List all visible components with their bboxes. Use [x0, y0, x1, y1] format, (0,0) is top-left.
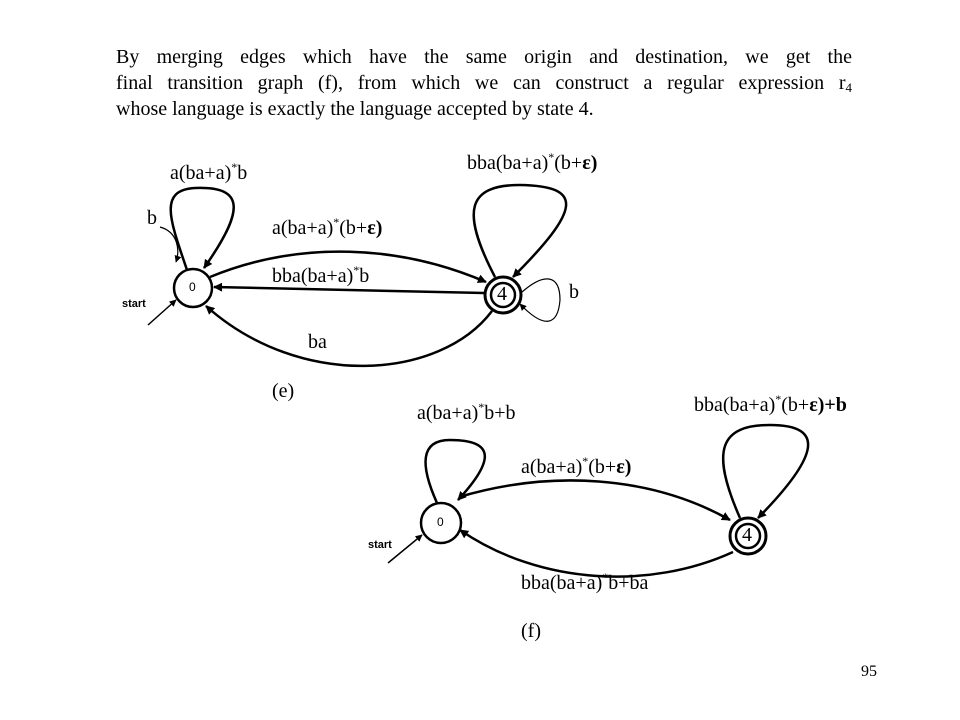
graph-f-state-4-inner-circle — [734, 522, 762, 550]
graph-e-edge-4-to-0-label-tail: b — [359, 265, 370, 287]
graph-e-loop-4-label-eps: ε) — [582, 152, 598, 174]
graph-e-edge-4-to-0-label: bba(ba+a)*b — [272, 263, 370, 287]
graph-f-loop-4-label-text: bba(ba+a) — [694, 394, 776, 416]
graph-e-small-loop-0 — [159, 226, 182, 263]
graph-e-state-4-outer-circle — [483, 275, 523, 315]
graph-e-loop-4-label-star: * — [548, 150, 555, 164]
graph-e-edge-4-to-0 — [213, 282, 485, 295]
graph-f-edge-0-to-4-label-mid: (b+ — [588, 456, 617, 478]
graph-e-small-loop-4 — [519, 278, 561, 322]
graph-f-edge-4-to-0 — [459, 528, 734, 578]
graph-f-loop-4-label-star: * — [775, 392, 782, 406]
graph-f-loop-0 — [424, 438, 487, 504]
graph-f-loop-0-label-star: * — [478, 400, 485, 414]
graph-f-state-0-label: 0 — [437, 515, 444, 529]
graph-f-state-0-circle — [419, 501, 463, 545]
graph-e-loop-4 — [472, 183, 568, 278]
graph-f-caption: (f) — [521, 620, 541, 642]
intro-line-1: By merging edges which have the same ori… — [116, 46, 852, 68]
graph-e-edge-4-to-0-label-star: * — [353, 263, 360, 277]
graph-e-small-loop-4-label: b — [569, 281, 579, 303]
graph-f-loop-4-label-mid: (b+ — [781, 394, 810, 416]
graph-e-loop-4-label-mid: (b+ — [554, 152, 583, 174]
graph-e-loop-4-label: bba(ba+a)*(b+ε) — [467, 150, 598, 174]
intro-line-3: whose language is exactly the language a… — [116, 98, 594, 120]
graph-f-state-4-label: 4 — [742, 524, 752, 546]
graph-e-start-label: start — [122, 298, 146, 310]
graph-e-edge-0-to-4 — [209, 250, 487, 284]
page-number: 95 — [861, 663, 877, 680]
graph-f-edge-4-to-0-label-text: bba(ba+a) — [521, 572, 603, 594]
graph-e-edge-0-to-4-label: a(ba+a)*(b+ε) — [272, 215, 383, 239]
graph-e-edge-0-to-4-label-mid: (b+ — [339, 217, 368, 239]
graph-e-edge-0-to-4-label-star: * — [333, 215, 340, 229]
intro-line-2-text: final transition graph (f), from which w… — [116, 72, 846, 94]
graph-e-small-loop-0-label: b — [147, 207, 157, 229]
graph-e-state-4-label: 4 — [497, 283, 507, 305]
intro-line-2-subscript: 4 — [845, 80, 853, 95]
graph-f-loop-4 — [721, 423, 810, 519]
graph-f-edge-0-to-4-label-eps: ε) — [616, 456, 632, 478]
graph-e-loop-4-label-text: bba(ba+a) — [467, 152, 549, 174]
graph-f-edge-0-to-4-label-star: * — [582, 454, 589, 468]
graph-e-state-0-circle — [172, 267, 214, 309]
graph-e-loop-0-label: a(ba+a)*b — [170, 160, 248, 184]
graph-f-edge-0-to-4-label: a(ba+a)*(b+ε) — [521, 454, 632, 478]
graph-f — [387, 423, 810, 578]
graph-f-edge-4-to-0-label-tail: b+ba — [608, 572, 649, 594]
graph-f-loop-0-label-text: a(ba+a) — [417, 402, 479, 424]
graph-e-caption: (e) — [272, 380, 295, 402]
graph-e-edge-0-to-4-label-text: a(ba+a) — [272, 217, 334, 239]
graph-e-edge-4-to-0-lower-label: ba — [308, 331, 327, 353]
graph-e-state-4-inner-circle — [489, 281, 517, 309]
graph-f-edge-0-to-4 — [458, 479, 731, 522]
graph-f-loop-0-label: a(ba+a)*b+b — [417, 400, 516, 424]
graph-e-start-arrow — [147, 299, 177, 326]
graph-f-edge-4-to-0-label: bba(ba+a)*b+ba — [521, 570, 649, 594]
graph-e-state-0-label: 0 — [189, 280, 196, 294]
intro-paragraph: By merging edges which have the same ori… — [116, 44, 852, 122]
graph-f-edge-4-to-0-label-star: * — [602, 570, 609, 584]
graph-e-loop-0 — [169, 186, 235, 271]
graph-f-state-4-outer-circle — [728, 516, 768, 556]
graph-e — [147, 183, 568, 368]
graph-f-start-label: start — [368, 539, 392, 551]
graph-e-loop-0-label-tail: b — [237, 162, 248, 184]
graph-f-loop-0-label-tail: b+b — [484, 402, 516, 424]
graph-e-edge-0-to-4-label-eps: ε) — [367, 217, 383, 239]
graph-e-loop-0-label-text: a(ba+a) — [170, 162, 232, 184]
graph-f-edge-0-to-4-label-text: a(ba+a) — [521, 456, 583, 478]
graph-e-edge-4-to-0-label-text: bba(ba+a) — [272, 265, 354, 287]
graph-e-edge-4-to-0-lower — [205, 305, 493, 368]
graph-f-loop-4-label-eps: ε)+b — [809, 394, 847, 416]
intro-line-2: final transition graph (f), from which w… — [116, 70, 852, 96]
graph-f-loop-4-label: bba(ba+a)*(b+ε)+b — [694, 392, 847, 416]
graph-f-start-arrow — [387, 534, 423, 564]
graph-e-loop-0-label-star: * — [231, 160, 238, 174]
